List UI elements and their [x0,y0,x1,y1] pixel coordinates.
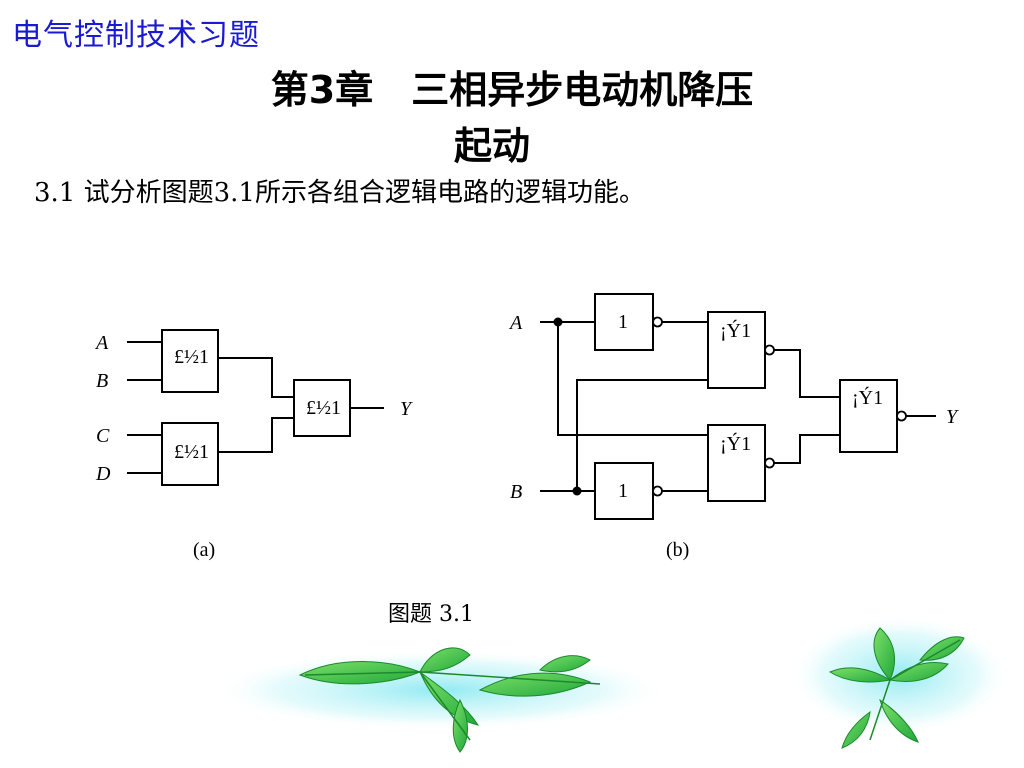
question-text: 3.1 试分析图题3.1所示各组合逻辑电路的逻辑功能。 [34,178,645,208]
inversion-bubble [764,344,775,356]
circuit-a [127,329,384,486]
inversion-bubble [652,485,663,497]
gate-label: ¡Ý1 [720,319,751,342]
output-label-y: Y [946,406,959,428]
input-label-c: C [96,425,110,447]
figure-caption: 图题 3.1 [388,602,474,627]
inversion-bubble [896,410,907,422]
input-label-d: D [95,463,111,485]
inversion-bubble [764,457,775,469]
junction-dot [553,317,563,327]
chapter-title: 第3章 三相异步电动机降压 起动 [0,62,1024,174]
gate-label: £½1 [174,346,209,368]
input-label-b: B [510,481,522,503]
caption-b: (b) [666,539,689,561]
gate-label: ¡Ý1 [720,432,751,455]
caption-a: (a) [193,539,215,561]
leaf-cluster-left [298,647,592,753]
gate-label: ¡Ý1 [852,386,883,409]
input-label-a: A [94,332,109,354]
chapter-title-line1: 第3章 三相异步电动机降压 [270,68,754,112]
gate-a1 [161,329,219,393]
not-gate-label: 1 [618,311,628,333]
chapter-title-line2: 起动 [453,124,530,168]
leaf-cluster-right [828,627,965,749]
output-label-y: Y [400,398,413,420]
inversion-bubble [652,316,663,328]
gate-label: £½1 [306,397,341,419]
gate-label: £½1 [174,441,209,463]
gate-a2 [161,422,219,486]
junction-dot [572,486,582,496]
input-label-b: B [96,370,108,392]
input-label-a: A [508,312,523,334]
not-gate-label: 1 [618,480,628,502]
course-title: 电气控制技术习题 [12,18,260,53]
